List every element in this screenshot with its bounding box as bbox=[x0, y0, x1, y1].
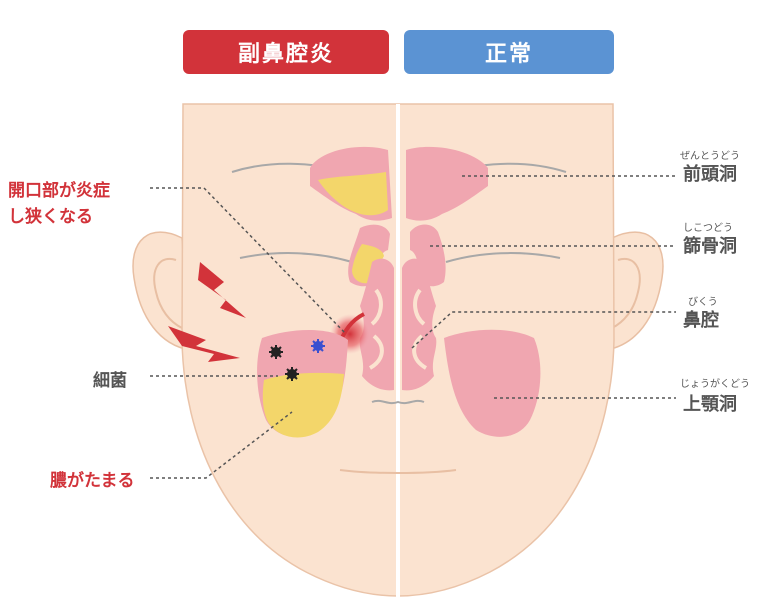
nasal-label: 鼻腔 bbox=[683, 306, 719, 332]
bacteria-label: 細菌 bbox=[93, 366, 127, 391]
pus-label: 膿がたまる bbox=[50, 466, 135, 491]
narrowing-label-line2: し狭くなる bbox=[8, 202, 93, 227]
frontal-label: 前頭洞 bbox=[683, 160, 737, 186]
sinusitis-badge: 副鼻腔炎 bbox=[183, 30, 389, 74]
ethmoid-label: 篩骨洞 bbox=[683, 232, 737, 258]
normal-badge: 正常 bbox=[404, 30, 614, 74]
bacterium-black-2 bbox=[285, 367, 299, 381]
bacterium-black-1 bbox=[269, 345, 283, 359]
bacterium-blue bbox=[311, 339, 325, 353]
maxillary-label: 上顎洞 bbox=[683, 390, 737, 416]
narrowing-label-line1: 開口部が炎症 bbox=[8, 176, 110, 201]
maxillary-reading: じょうがくどう bbox=[680, 375, 750, 390]
